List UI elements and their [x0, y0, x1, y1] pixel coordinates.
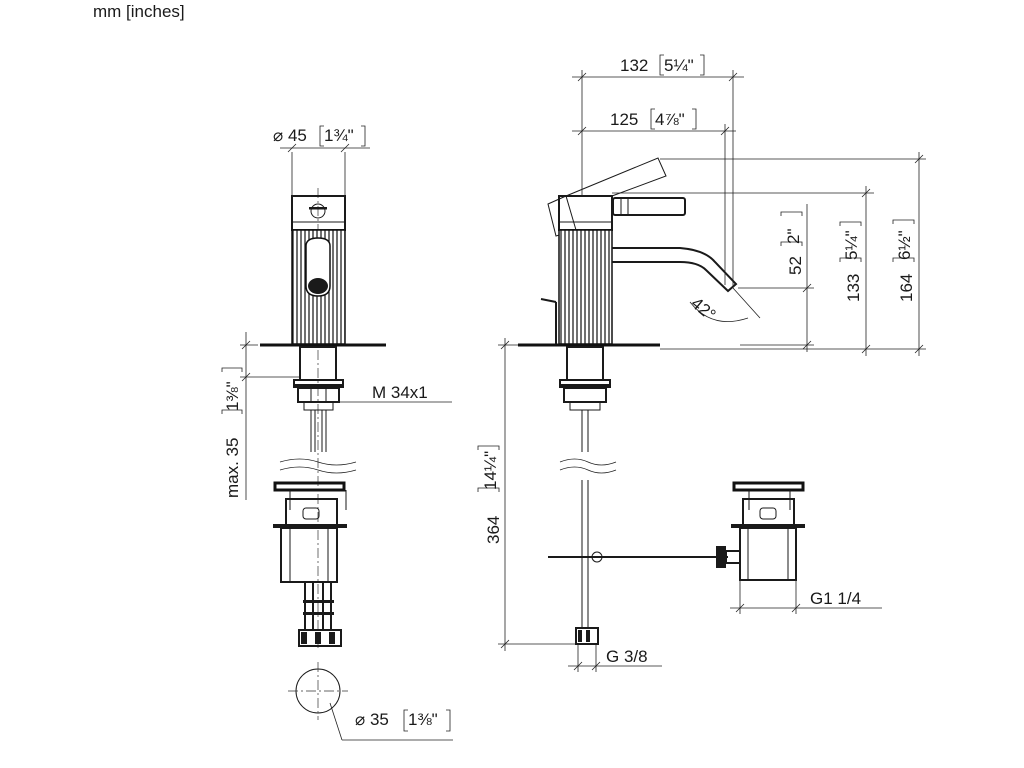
max-35-label: max. 35 [223, 438, 242, 498]
g38-label: G 3/8 [606, 647, 648, 666]
side-popup-rod [540, 298, 557, 344]
d125-inch: 4⅞" [655, 110, 685, 129]
max-35-inch: 1⅜" [223, 381, 242, 411]
side-shank [566, 346, 604, 381]
side-waste-tail [739, 527, 797, 581]
front-spout-outlet [308, 278, 328, 294]
dia-35-inch: 1⅜" [408, 710, 438, 729]
dim-132: 132 5¼" [572, 54, 744, 288]
dia-45-label: ⌀ 45 [273, 126, 307, 145]
side-head-cap [558, 195, 613, 231]
side-lever-up-position [565, 157, 667, 197]
dim-dia-45: ⌀ 45 1¾" [273, 125, 370, 196]
side-lever-handle [612, 197, 686, 216]
front-nut [297, 387, 340, 403]
front-lever-hub [310, 203, 326, 219]
d164-inch: 6½" [895, 230, 914, 260]
dim-g114: G1 1/4 [730, 580, 882, 614]
dim-52: 52 2" [738, 204, 814, 352]
d133-inch: 5¼" [842, 230, 861, 260]
side-waste-flange [732, 481, 805, 492]
side-fluted-body [558, 229, 613, 345]
front-waste-body [285, 498, 338, 528]
dim-g38: G 3/8 [568, 644, 662, 672]
d125-label: 125 [610, 110, 638, 129]
front-head-cap [291, 195, 346, 231]
dim-angle-42: 42° [687, 287, 761, 325]
front-waste-ring [273, 524, 347, 528]
d52-label: 52 [786, 256, 805, 275]
dim-364: 364 14¼" [477, 338, 576, 651]
side-waste-body [742, 498, 795, 528]
units-label: mm [inches] [93, 2, 185, 21]
front-waste-flange [273, 481, 346, 492]
d132-label: 132 [620, 56, 648, 75]
d132-inch: 5¼" [664, 56, 694, 75]
front-connector [298, 629, 342, 647]
front-lever-mark [309, 207, 327, 210]
dim-125: 125 4⅞" [572, 108, 736, 285]
dim-133: 133 5¼" [612, 186, 874, 356]
front-view [260, 188, 453, 741]
m34-label: M 34x1 [372, 383, 428, 402]
d52-inch: 2" [784, 229, 803, 245]
front-waste-tail [280, 527, 338, 583]
dim-thread-m34: M 34x1 [300, 383, 452, 403]
side-pivot-clamp [716, 546, 726, 568]
d364-inch: 14¼" [481, 451, 500, 490]
d164-label: 164 [897, 274, 916, 302]
g114-label: G1 1/4 [810, 589, 861, 608]
dia-35-label: ⌀ 35 [355, 710, 389, 729]
dim-max-35: max. 35 1⅜" [221, 332, 300, 500]
side-spout [612, 247, 738, 293]
side-connector [575, 627, 599, 645]
side-view [518, 157, 805, 645]
dia-45-inch: 1¾" [324, 126, 354, 145]
dim-dia-35: ⌀ 35 1⅜" [355, 709, 451, 732]
d133-label: 133 [844, 274, 863, 302]
dim-164: 164 6½" [660, 152, 926, 356]
d364-label: 364 [484, 516, 503, 544]
